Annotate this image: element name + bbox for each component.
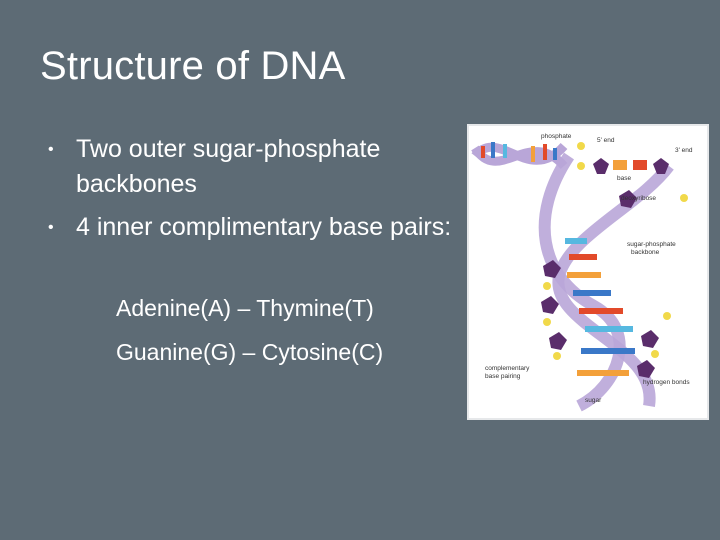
label-phosphate: phosphate xyxy=(541,133,572,140)
label-five-end: 5' end xyxy=(597,137,615,144)
label-deoxyribose: deoxyribose xyxy=(621,195,656,202)
bullet-item: • Two outer sugar-phosphate backbones xyxy=(48,132,456,202)
base-pairs xyxy=(565,238,635,376)
label-three-end: 3' end xyxy=(675,147,693,154)
bullet-dot-icon: • xyxy=(48,141,54,158)
label-complementary-1: complementary xyxy=(485,365,530,372)
dna-diagram: phosphate 5' end 3' end base deoxyribose… xyxy=(471,133,693,412)
label-complementary-2: base pairing xyxy=(485,373,521,380)
label-base: base xyxy=(617,175,631,182)
subitem-gc-pair: Guanine(G) – Cytosine(C) xyxy=(116,339,384,365)
bullet-list: • Two outer sugar-phosphate backbones • … xyxy=(48,132,456,253)
phosphates xyxy=(543,142,688,360)
label-sugar: sugar xyxy=(585,397,602,404)
slide-title: Structure of DNA xyxy=(40,44,346,88)
sugars xyxy=(541,190,659,378)
label-hydrogen-bonds: hydrogen bonds xyxy=(643,379,690,386)
mini-helix xyxy=(471,142,568,170)
bullet-text: 4 inner complimentary base pairs: xyxy=(76,213,452,241)
backbone-strand-left xyxy=(538,152,626,412)
nucleotide-detail xyxy=(593,158,669,174)
subitem-at-pair: Adenine(A) – Thymine(T) xyxy=(116,295,374,321)
label-backbone-1: sugar-phosphate xyxy=(627,241,676,248)
bullet-item: • 4 inner complimentary base pairs: xyxy=(48,210,456,245)
label-backbone-2: backbone xyxy=(631,249,660,256)
bullet-text: Two outer sugar-phosphate backbones xyxy=(76,135,381,198)
bullet-dot-icon: • xyxy=(48,219,54,236)
dna-structure-figure: phosphate 5' end 3' end base deoxyribose… xyxy=(469,126,707,418)
